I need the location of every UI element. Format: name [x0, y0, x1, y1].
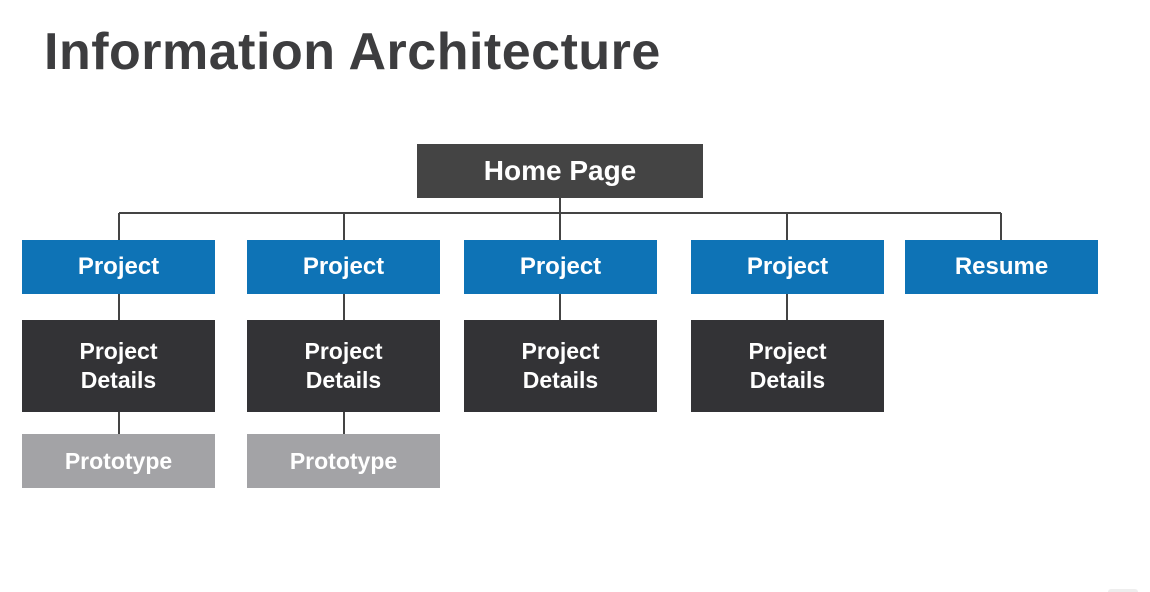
- project-details-label: Project Details: [304, 338, 383, 393]
- prototype-label: Prototype: [289, 447, 398, 474]
- project-node-label: Project: [519, 253, 602, 280]
- project-details-label: Project Details: [748, 338, 827, 393]
- home-page-label: Home Page: [483, 155, 637, 186]
- project-node-label: Project: [77, 253, 160, 280]
- resume-node: Resume: [905, 240, 1098, 294]
- prototype-node-2: Prototype: [247, 434, 440, 488]
- resume-label: Resume: [954, 253, 1049, 280]
- prototype-label: Prototype: [64, 447, 173, 474]
- slide-title: Information Architecture: [44, 23, 661, 81]
- home-page-node: Home Page: [417, 144, 703, 198]
- project-details-node-1: Project Details: [22, 320, 215, 412]
- corner-mark: [1108, 589, 1138, 592]
- project-node-3: Project: [464, 240, 657, 294]
- prototype-node-1: Prototype: [22, 434, 215, 488]
- project-node-2: Project: [247, 240, 440, 294]
- project-details-node-4: Project Details: [691, 320, 884, 412]
- project-node-label: Project: [746, 253, 829, 280]
- project-node-label: Project: [302, 253, 385, 280]
- project-node-1: Project: [22, 240, 215, 294]
- project-details-node-2: Project Details: [247, 320, 440, 412]
- project-details-label: Project Details: [521, 338, 600, 393]
- project-node-4: Project: [691, 240, 884, 294]
- project-details-node-3: Project Details: [464, 320, 657, 412]
- project-details-label: Project Details: [79, 338, 158, 393]
